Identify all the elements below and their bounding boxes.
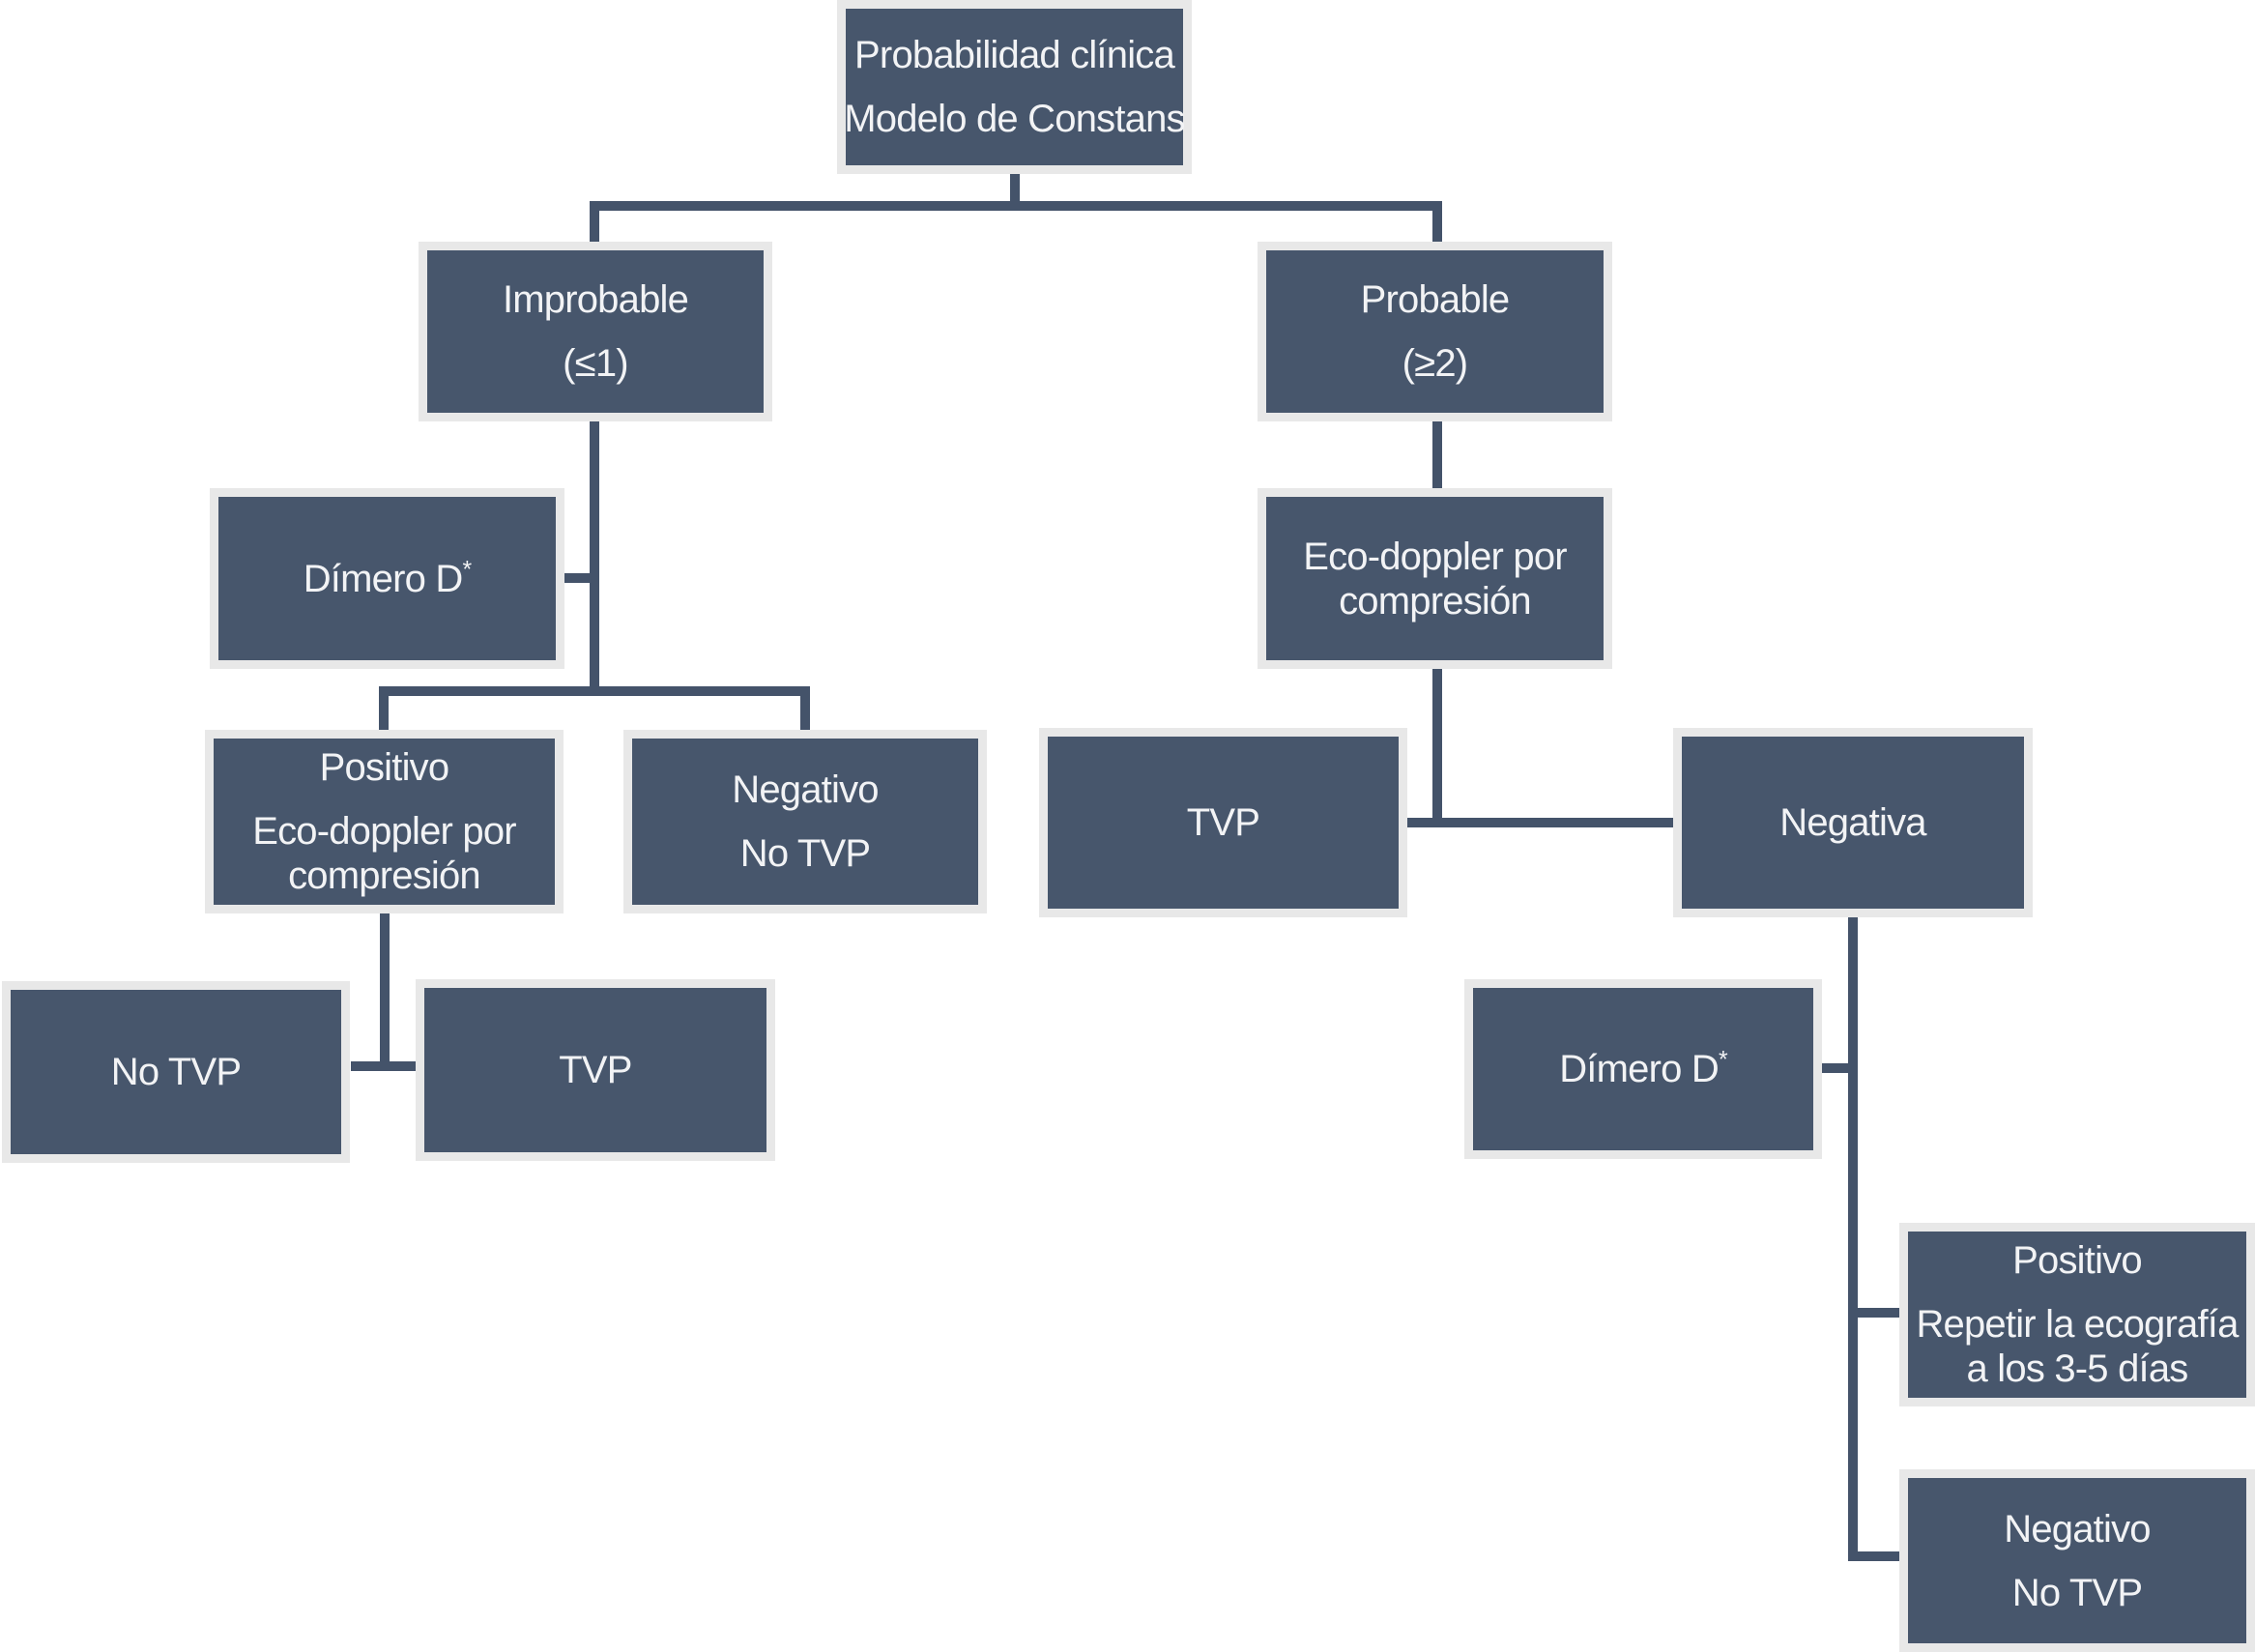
node-dimero-d-derecha-text: Dímero D (1559, 1048, 1720, 1090)
node-negativo-no-tvp-izquierda-line1: Negativo (732, 768, 879, 812)
node-eco-doppler-text: Eco-doppler por compresión (1303, 535, 1567, 623)
connector-positivo-eco-down (380, 910, 390, 1067)
node-positivo-eco-doppler-line2: Eco-doppler por compresión (216, 809, 553, 898)
connector-improbable-trunk (590, 418, 599, 694)
node-tvp-probable-text: TVP (1186, 801, 1260, 844)
node-dimero-d-derecha: Dímero D* (1464, 979, 1822, 1159)
node-probabilidad-clinica-text1: Probabilidad clínica (854, 34, 1175, 76)
node-probabilidad-clinica-line2: Modelo de Constans (844, 97, 1185, 141)
node-dimero-d-izquierda-line1: Dímero D* (304, 557, 472, 601)
node-dimero-d-izquierda: Dímero D* (210, 488, 564, 669)
node-tvp-izquierda-line1: TVP (559, 1048, 632, 1092)
connector-repetir-stub (1848, 1308, 1904, 1318)
node-probabilidad-clinica-line1: Probabilidad clínica (854, 33, 1175, 77)
node-tvp-probable-line1: TVP (1186, 800, 1260, 845)
connector-eco-trunk (1432, 665, 1442, 826)
node-tvp-izquierda: TVP (416, 979, 775, 1161)
node-dimero-d-izquierda-text: Dímero D (303, 557, 464, 600)
node-dimero-d-derecha-line1: Dímero D* (1559, 1047, 1727, 1091)
node-negativo-no-tvp-izquierda-line2: No TVP (740, 831, 871, 876)
asterisk-footnote-mark: * (462, 557, 472, 584)
node-improbable: Improbable (≤1) (419, 242, 772, 421)
node-negativa-line1: Negativa (1779, 800, 1926, 845)
connector-tbar-izq (351, 1061, 422, 1071)
node-negativo-no-tvp-izquierda-text1: Negativo (732, 768, 879, 811)
connector-dimero-izq-stub (559, 573, 597, 583)
node-positivo-repetir-ecografia-text2: Repetir la ecografía a los 3-5 días (1916, 1303, 2239, 1390)
node-negativa-text: Negativa (1779, 801, 1926, 844)
node-probable-line2: (≥2) (1402, 341, 1468, 386)
node-no-tvp-izquierda-text: No TVP (110, 1051, 242, 1093)
node-probabilidad-clinica: Probabilidad clínica Modelo de Constans (837, 0, 1192, 174)
node-positivo-repetir-ecografia-line2: Repetir la ecografía a los 3-5 días (1910, 1302, 2244, 1391)
connector-negativa-trunk (1848, 913, 1858, 1561)
connector-drop-probable (1432, 207, 1442, 246)
node-negativa: Negativa (1673, 728, 2033, 917)
node-positivo-repetir-ecografia: Positivo Repetir la ecografía a los 3-5 … (1899, 1223, 2255, 1406)
connector-dimero-der-stub (1817, 1063, 1858, 1073)
node-negativo-no-tvp-derecha: Negativo No TVP (1899, 1469, 2255, 1652)
connector-probable-eco (1432, 418, 1442, 492)
node-tvp-izquierda-text: TVP (559, 1049, 632, 1091)
node-positivo-eco-doppler: Positivo Eco-doppler por compresión (205, 730, 564, 913)
node-eco-doppler: Eco-doppler por compresión (1258, 488, 1612, 669)
node-positivo-repetir-ecografia-line1: Positivo (2012, 1238, 2142, 1283)
node-probable-text1: Probable (1360, 278, 1511, 321)
connector-mid-branch (1400, 818, 1682, 827)
connector-top-branch (590, 201, 1442, 211)
node-improbable-text1: Improbable (502, 278, 689, 321)
asterisk-footnote-mark: * (1718, 1047, 1728, 1074)
node-negativo-no-tvp-izquierda-text2: No TVP (739, 832, 871, 875)
node-positivo-eco-doppler-line1: Positivo (320, 745, 449, 790)
node-negativo-no-tvp-derecha-text1: Negativo (2004, 1507, 2151, 1551)
node-negativo-no-tvp-izquierda: Negativo No TVP (623, 730, 987, 913)
node-improbable-line2: (≤1) (563, 341, 628, 386)
connector-root-down (1010, 172, 1020, 207)
connector-drop-negativo-izq (800, 692, 810, 733)
node-negativo-no-tvp-derecha-line1: Negativo (2004, 1507, 2151, 1551)
node-probable-text2: (≥2) (1402, 342, 1468, 385)
node-no-tvp-izquierda: No TVP (2, 981, 350, 1163)
node-probable: Probable (≥2) (1258, 242, 1612, 421)
node-improbable-text2: (≤1) (563, 342, 628, 385)
node-probable-line1: Probable (1360, 277, 1511, 322)
connector-drop-positivo-eco (379, 692, 389, 733)
node-probabilidad-clinica-text2: Modelo de Constans (844, 98, 1185, 140)
connector-negativo-der-elbow (1848, 1551, 1904, 1561)
node-eco-doppler-line1: Eco-doppler por compresión (1268, 535, 1602, 623)
node-tvp-probable: TVP (1039, 728, 1407, 917)
node-negativo-no-tvp-derecha-text2: No TVP (2011, 1571, 2143, 1614)
connector-left-branch (379, 686, 810, 696)
node-improbable-line1: Improbable (502, 277, 689, 322)
node-positivo-eco-doppler-text2: Eco-doppler por compresión (252, 810, 516, 897)
node-no-tvp-izquierda-line1: No TVP (111, 1050, 242, 1094)
node-positivo-eco-doppler-text1: Positivo (319, 746, 449, 789)
node-negativo-no-tvp-derecha-line2: No TVP (2012, 1571, 2143, 1615)
connector-drop-improbable (590, 207, 599, 246)
node-positivo-repetir-ecografia-text1: Positivo (2012, 1239, 2142, 1282)
